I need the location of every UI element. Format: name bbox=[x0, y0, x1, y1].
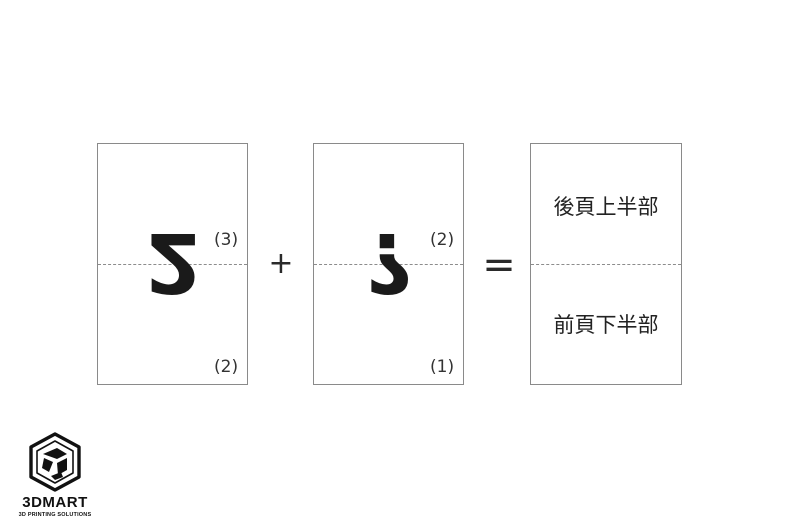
top-order-label: (3) bbox=[214, 230, 239, 250]
bottom-half-text: 前頁下半部 bbox=[553, 313, 659, 337]
hexagon-3d-icon bbox=[29, 432, 81, 492]
brand-logo: 3DMART 3D PRINTING SOLUTIONS bbox=[0, 430, 110, 530]
equals-operator: = bbox=[482, 242, 516, 288]
fold-line bbox=[314, 264, 463, 265]
top-half-text: 後頁上半部 bbox=[553, 195, 659, 219]
fold-line bbox=[98, 264, 247, 265]
bottom-order-label: (1) bbox=[430, 357, 455, 377]
logo-title: 3DMART bbox=[22, 494, 88, 511]
logo-subtitle: 3D PRINTING SOLUTIONS bbox=[18, 512, 92, 518]
page-card-result: 後頁上半部 前頁下半部 bbox=[530, 143, 682, 385]
page-card-2: 2 (3) (2) bbox=[97, 143, 248, 385]
fold-line bbox=[531, 264, 681, 265]
bottom-order-label: (2) bbox=[214, 357, 239, 377]
page-card-question: ? (2) (1) bbox=[313, 143, 464, 385]
top-order-label: (2) bbox=[430, 230, 455, 250]
plus-operator: + bbox=[268, 246, 294, 281]
